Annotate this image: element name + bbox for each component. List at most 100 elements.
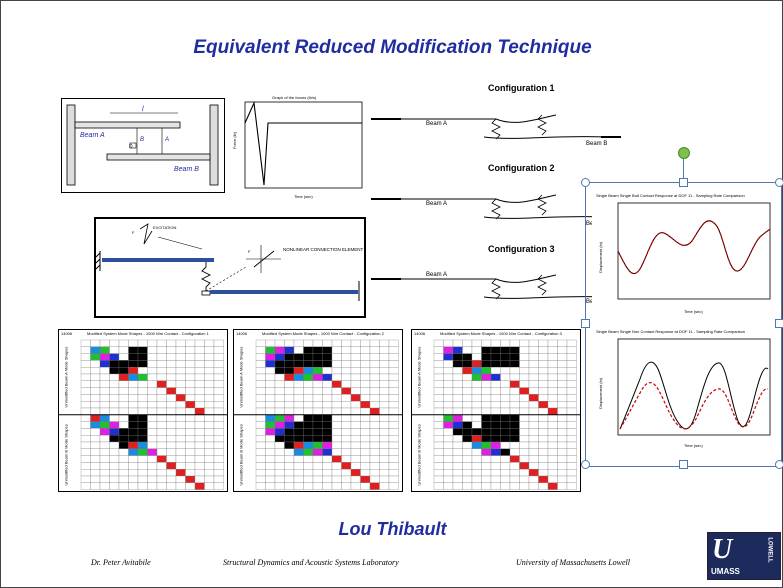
resize-handle-left[interactable] (581, 319, 590, 328)
mac-panel-2[interactable]: 14006 Modified System Mode Shapes - 1000… (233, 329, 403, 492)
mac-cell (490, 455, 501, 463)
mac-cell (471, 448, 482, 456)
mac-cell (500, 394, 511, 402)
mac-cell (303, 435, 314, 443)
mac-cell (350, 421, 361, 429)
mac-cell (204, 421, 215, 429)
mac-cell (471, 380, 482, 388)
mac-cell (509, 475, 520, 483)
mac-cell (265, 448, 276, 456)
mac-cell (194, 367, 205, 375)
resize-handle-top-right[interactable] (775, 178, 783, 187)
response-plot-top[interactable]: Single Beam Single Bolt Contact Response… (592, 193, 776, 329)
impulse-plot[interactable]: Graph of the forces (lb/s) Force (lb) Ti… (232, 93, 365, 203)
mac-cell (185, 455, 196, 463)
resize-handle-bottom-right[interactable] (775, 460, 783, 469)
mac-cell (538, 441, 549, 449)
mac-cell (175, 469, 186, 477)
mac-cell (109, 360, 120, 368)
mac-cell (293, 387, 304, 395)
mac-cell (538, 448, 549, 456)
mac-cell (80, 435, 91, 443)
mac-cell (538, 401, 549, 409)
mac-panel-3[interactable]: 14006 Modified System Mode Shapes - 1000… (411, 329, 581, 492)
mac-cell (547, 387, 558, 395)
footer-center: Structural Dynamics and Acoustic Systems… (223, 558, 399, 567)
mac-cell (433, 353, 444, 361)
beam-figure[interactable]: Beam A Beam B l B A D (61, 98, 225, 193)
mac-cell (538, 353, 549, 361)
resize-handle-bottom[interactable] (679, 460, 688, 469)
mac-cell (547, 455, 558, 463)
mac-cell (166, 441, 177, 449)
connection-label: NONLINEAR CONNECTION ELEMENT (283, 247, 364, 252)
mac-cell (255, 373, 266, 381)
mac-cell (433, 441, 444, 449)
response-top-ylabel: Displacement (in) (598, 241, 603, 273)
mac-cell (213, 401, 224, 409)
mac-cell (213, 360, 224, 368)
mac-cell (452, 448, 463, 456)
mac-cell (99, 475, 110, 483)
mac-cell (175, 373, 186, 381)
resize-handle-top[interactable] (679, 178, 688, 187)
config-1-title: Configuration 1 (488, 83, 555, 93)
mac-cell (462, 380, 473, 388)
mac-cell (166, 367, 177, 375)
mac-cell (109, 441, 120, 449)
mac-cell (433, 394, 444, 402)
mac-cell (433, 421, 444, 429)
mac-cell (369, 346, 380, 354)
mac-cell (147, 373, 158, 381)
contact-figure[interactable]: EXCITATION F F NONLINEAR CONNECTION ELEM… (94, 217, 366, 318)
mac-cell (331, 367, 342, 375)
mac-cell (557, 394, 568, 402)
mac-panel-1[interactable]: 14006 Modified System Mode Shapes - 1000… (58, 329, 228, 492)
mac-cell (379, 482, 390, 490)
mac-cell (566, 407, 577, 415)
beam-drawing: Beam A Beam B l B A D (66, 104, 219, 186)
mac-cell (443, 469, 454, 477)
mac-cell (147, 353, 158, 361)
mac-cell (490, 353, 501, 361)
mac-cell (166, 346, 177, 354)
resize-handle-bottom-left[interactable] (581, 460, 590, 469)
mac-cell (255, 455, 266, 463)
mac-cell (452, 346, 463, 354)
mac-cell (255, 380, 266, 388)
mac-cell (557, 367, 568, 375)
mac-cell (379, 407, 390, 415)
mac-cell (509, 367, 520, 375)
mac-cell (284, 373, 295, 381)
mac-cell (350, 346, 361, 354)
mac-cell (90, 441, 101, 449)
mac-cell (322, 421, 333, 429)
response-plot-bottom[interactable]: Single Beam Single Non Contact Response … (592, 329, 776, 461)
mac-cell (452, 455, 463, 463)
mac-cell (500, 407, 511, 415)
mac-cell (341, 462, 352, 470)
mac-cell (284, 475, 295, 483)
contact-marker (129, 142, 137, 149)
mac-cell (519, 482, 530, 490)
mac-cell (293, 394, 304, 402)
mac-cell (509, 435, 520, 443)
mac-cell (99, 414, 110, 422)
mac-cell (490, 339, 501, 347)
mac-cell (538, 387, 549, 395)
mac-cell (175, 435, 186, 443)
mac-cell (274, 421, 285, 429)
mac-cell (557, 414, 568, 422)
mac-cell (204, 455, 215, 463)
mac-cell (284, 462, 295, 470)
resize-handle-right[interactable] (775, 319, 783, 328)
mac-cell (204, 401, 215, 409)
mac-cell (284, 469, 295, 477)
mac-cell (528, 387, 539, 395)
mac-cell (443, 380, 454, 388)
mac-cell (557, 401, 568, 409)
resize-handle-top-left[interactable] (581, 178, 590, 187)
selection-frame[interactable]: Single Beam Single Bolt Contact Response… (585, 182, 782, 467)
mac-cell (443, 394, 454, 402)
rotate-handle[interactable] (678, 147, 690, 159)
